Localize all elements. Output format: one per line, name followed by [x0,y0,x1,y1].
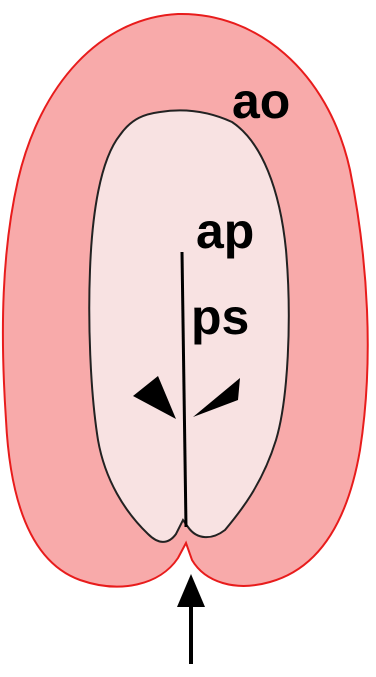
bottom-arrow-icon [177,574,205,664]
label-ap: ap [196,203,254,259]
label-ao: ao [232,73,290,129]
inner-layer-shape [89,110,288,541]
label-ps: ps [191,289,249,345]
